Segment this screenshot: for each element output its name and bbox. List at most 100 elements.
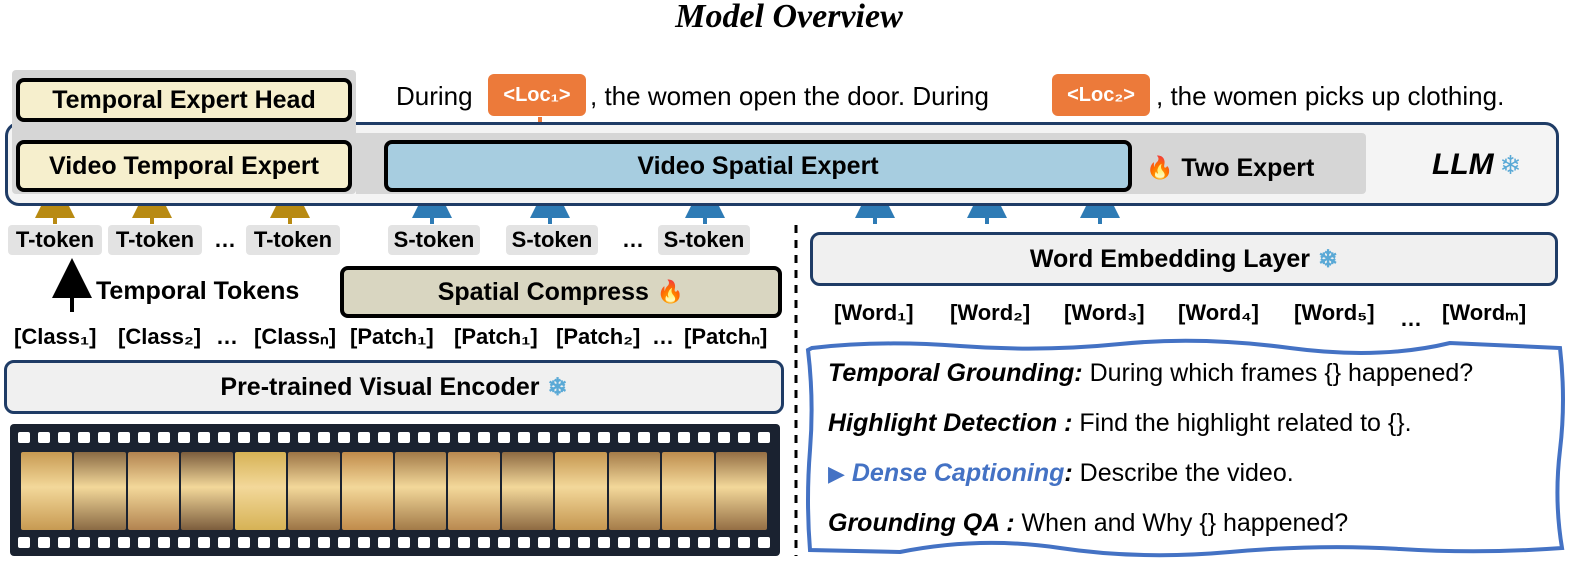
filmstrip-hole: [158, 537, 170, 548]
task-text: Find the highlight related to {}.: [1072, 409, 1412, 437]
filmstrip-hole: [458, 432, 470, 443]
temporal-expert-head-label: Temporal Expert Head: [52, 85, 316, 114]
s-token-n: S-token: [658, 225, 750, 255]
filmstrip-hole: [218, 537, 230, 548]
filmstrip-hole: [18, 537, 30, 548]
llm-text: LLM: [1432, 148, 1494, 181]
video-frame: [448, 452, 500, 530]
task-box-border: [805, 338, 1565, 558]
loc2-badge: <Loc₂>: [1052, 74, 1150, 116]
class-token-2: [Class₂]: [118, 324, 202, 349]
video-frame: [181, 452, 233, 530]
loc1-badge: <Loc₁>: [488, 74, 586, 116]
filmstrip-hole: [758, 432, 770, 443]
filmstrip-hole: [518, 432, 530, 443]
spatial-compress: Spatial Compress 🔥: [340, 266, 782, 318]
filmstrip-hole: [318, 432, 330, 443]
video-frame: [715, 452, 767, 530]
filmstrip-hole: [158, 432, 170, 443]
filmstrip-hole: [718, 537, 730, 548]
filmstrip-hole: [518, 537, 530, 548]
t-token-2: T-token: [108, 225, 202, 255]
filmstrip-hole: [298, 432, 310, 443]
filmstrip-hole: [758, 537, 770, 548]
video-frame: [341, 452, 393, 530]
t-token-ellipsis: …: [214, 227, 236, 252]
filmstrip-hole: [558, 537, 570, 548]
video-frame: [501, 452, 554, 530]
filmstrip-hole: [398, 537, 410, 548]
video-frame: [234, 452, 287, 530]
word-token-5: [Word₅]: [1294, 300, 1375, 325]
patch-token-n: [Patchₙ]: [684, 324, 768, 349]
filmstrip-hole: [618, 537, 630, 548]
task-text: Describe the video.: [1072, 459, 1294, 487]
filmstrip-hole: [178, 432, 190, 443]
task-text: During which frames {} happened?: [1082, 359, 1474, 387]
temporal-expert-head: Temporal Expert Head: [16, 78, 352, 122]
filmstrip-hole: [698, 432, 710, 443]
task-highlight-detection: Highlight Detection : Find the highlight…: [828, 406, 1412, 440]
filmstrip-hole: [478, 537, 490, 548]
video-frame: [555, 452, 607, 530]
filmstrip-hole: [698, 537, 710, 548]
word-embedding-layer: Word Embedding Layer ❄: [810, 232, 1558, 286]
filmstrip-hole: [198, 432, 210, 443]
word-ellipsis: …: [1400, 306, 1422, 331]
filmstrip-hole: [258, 537, 270, 548]
filmstrip-hole: [738, 537, 750, 548]
filmstrip-hole: [58, 537, 70, 548]
sentence-part1: During: [396, 81, 473, 111]
filmstrip-hole: [198, 537, 210, 548]
video-frame: [608, 452, 661, 530]
t-token-1: T-token: [8, 225, 102, 255]
visual-encoder-label: Pre-trained Visual Encoder: [220, 372, 540, 401]
filmstrip-hole: [438, 537, 450, 548]
patch-token-1a: [Patch₁]: [350, 324, 434, 349]
filmstrip-hole: [338, 432, 350, 443]
sentence-part3: , the women picks up clothing.: [1156, 81, 1505, 111]
s-token-2: S-token: [506, 225, 598, 255]
s-token-1: S-token: [388, 225, 480, 255]
filmstrip-hole: [598, 537, 610, 548]
filmstrip-hole: [318, 537, 330, 548]
temporal-tokens-label: Temporal Tokens: [96, 277, 300, 305]
task-name: Dense Captioning: [851, 459, 1065, 487]
filmstrip-hole: [38, 432, 50, 443]
word-token-m: [Wordₘ]: [1442, 300, 1527, 325]
filmstrip-hole: [718, 432, 730, 443]
filmstrip-hole: [358, 432, 370, 443]
video-filmstrip: [10, 424, 780, 556]
filmstrip-hole: [118, 537, 130, 548]
word-embedding-label: Word Embedding Layer: [1029, 244, 1311, 273]
word-token-2: [Word₂]: [950, 300, 1031, 325]
filmstrip-hole: [258, 432, 270, 443]
visual-encoder: Pre-trained Visual Encoder ❄: [4, 360, 784, 414]
filmstrip-hole: [678, 537, 690, 548]
filmstrip-hole: [658, 537, 670, 548]
filmstrip-hole: [138, 432, 150, 443]
filmstrip-hole: [218, 432, 230, 443]
llm-label: LLM ❄: [1432, 142, 1521, 188]
filmstrip-hole: [98, 432, 110, 443]
filmstrip-hole: [18, 432, 30, 443]
filmstrip-hole: [278, 537, 290, 548]
two-expert-text: Two Expert: [1181, 153, 1315, 182]
video-frame: [21, 452, 73, 530]
class-token-1: [Class₁]: [14, 324, 97, 349]
filmstrip-hole: [478, 432, 490, 443]
filmstrip-hole: [658, 432, 670, 443]
video-frame: [127, 452, 180, 530]
filmstrip-hole: [598, 432, 610, 443]
snowflake-icon: ❄: [547, 373, 568, 401]
filmstrip-hole: [338, 537, 350, 548]
patch-token-1b: [Patch₁]: [454, 324, 538, 349]
filmstrip-hole: [378, 537, 390, 548]
task-temporal-grounding: Temporal Grounding: During which frames …: [828, 356, 1473, 390]
filmstrip-hole: [238, 537, 250, 548]
filmstrip-hole: [618, 432, 630, 443]
class-token-n: [Classₙ]: [254, 324, 337, 349]
filmstrip-hole: [558, 432, 570, 443]
task-colon: :: [1064, 459, 1073, 487]
